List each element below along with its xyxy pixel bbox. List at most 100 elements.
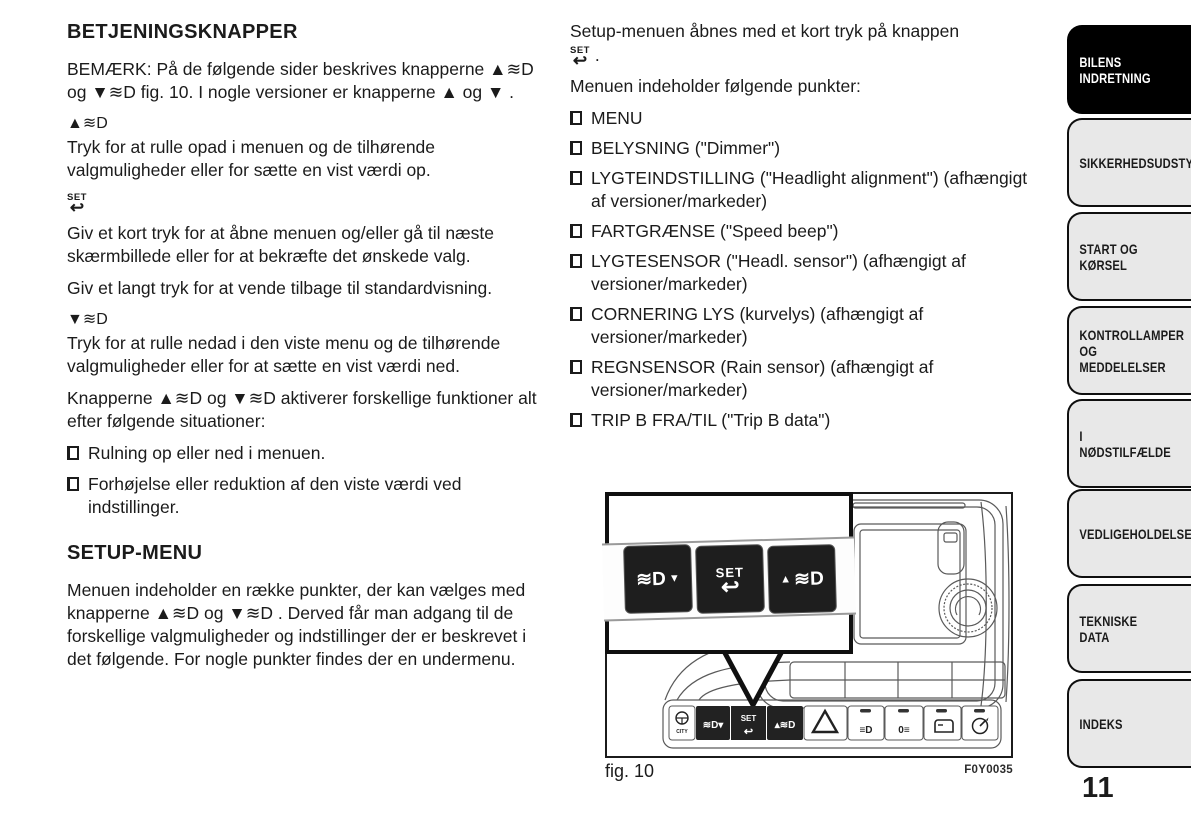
set-button-icon-inline: SET ↩ . — [570, 44, 1030, 70]
sidebar-tab-label: START OG KØRSEL — [1079, 240, 1138, 273]
volume-knob — [938, 578, 998, 638]
square-bullet-icon — [570, 413, 582, 427]
car-door-icon — [934, 719, 954, 733]
menu-list-item: LYGTEINDSTILLING ("Headlight alignment")… — [570, 167, 1030, 213]
paragraph: Tryk for at rulle opad i menuen og de ti… — [67, 137, 436, 180]
button-bar — [662, 699, 1002, 749]
hazard-lights-button — [803, 705, 848, 741]
headlight-up-icon: ▴≋D — [774, 720, 796, 731]
section-thumb-index: BILENS INDRETNING SIKKERHEDSUDSTYR START… — [1067, 0, 1191, 823]
sport-mode-button — [961, 705, 999, 741]
headlight-up-button-icon: ▲≋D — [67, 115, 108, 132]
menu-item-text: FARTGRÆNSE ("Speed beep") — [591, 221, 839, 241]
console-headlight-down-button: ≋D▾ — [696, 706, 730, 740]
paragraph: Setup-menuen åbnes med et kort tryk på k… — [570, 21, 960, 41]
paragraph: BEMÆRK: På de følgende sider beskrives k… — [67, 59, 534, 102]
square-bullet-icon — [570, 141, 582, 155]
sidebar-tab-label: INDEKS — [1079, 715, 1123, 732]
button-callout-box: ≋D ▼ SET ↩ ▲ ≋D — [601, 492, 857, 654]
console-headlight-up-button: ▴≋D — [767, 706, 803, 740]
rear-fog-light-button: 0≡ — [884, 705, 924, 741]
svg-text:SET: SET — [741, 714, 757, 723]
door-lock-button — [923, 705, 962, 741]
paragraph: Menuen indeholder en række punkter, der … — [67, 580, 527, 669]
list-item: Rulning op eller ned i menuen. — [67, 442, 550, 465]
set-icon-return-arrow: ↩ — [572, 50, 588, 70]
menu-item-text: MENU — [591, 108, 643, 128]
square-bullet-icon — [570, 360, 582, 374]
sidebar-tab-label: SIKKERHEDSUDSTYR — [1079, 154, 1191, 171]
set-icon-word: SET — [67, 192, 87, 204]
sidebar-tab-bilens-indretning[interactable]: BILENS INDRETNING — [1067, 25, 1191, 114]
triangle-down-icon: ▼ — [668, 572, 680, 585]
headlight-down-button-icon: ▼≋D — [67, 311, 108, 328]
menu-list-item: FARTGRÆNSE ("Speed beep") — [570, 220, 1030, 243]
menu-list-item: MENU — [570, 107, 1030, 130]
sidebar-tab-i-nodstilfaelde[interactable]: I NØDSTILFÆLDE — [1067, 399, 1191, 488]
sidebar-tab-vedligeholdelse[interactable]: VEDLIGEHOLDELSE — [1067, 489, 1191, 578]
indicator-led — [898, 709, 909, 713]
paragraph: Menuen indeholder følgende punkter: — [570, 76, 861, 96]
indicator-led — [860, 709, 871, 713]
menu-item-text: BELYSNING ("Dimmer") — [591, 138, 781, 158]
set-button-icon: SET ↩ — [67, 191, 550, 217]
menu-list-item: REGNSENSOR (Rain sensor) (afhængigt af v… — [570, 356, 1030, 402]
section-heading-betjeningsknapper: BETJENINGSKNAPPER — [67, 21, 298, 43]
list-item-text: Forhøjelse eller reduktion af den viste … — [88, 474, 462, 517]
cd-slot — [852, 502, 966, 509]
menu-item-text: REGNSENSOR (Rain sensor) (afhængigt af v… — [591, 357, 934, 400]
sidebar-tab-start-og-korsel[interactable]: START OG KØRSEL — [1067, 212, 1191, 301]
menu-item-text: LYGTESENSOR ("Headl. sensor") (afhængigt… — [591, 251, 966, 294]
indicator-led — [936, 709, 947, 713]
callout-headlight-down-button: ≋D ▼ — [624, 545, 692, 613]
page-number: 11 — [1082, 772, 1115, 804]
left-text-column: BETJENINGSKNAPPER BEMÆRK: På de følgende… — [67, 20, 550, 680]
middle-text-column: Setup-menuen åbnes med et kort tryk på k… — [570, 20, 1030, 439]
return-arrow-icon: ↩ — [744, 726, 753, 738]
console-set-button: SET ↩ — [731, 706, 766, 740]
sidebar-tab-tekniske-data[interactable]: TEKNISKE DATA — [1067, 584, 1191, 673]
sidebar-tab-indeks[interactable]: INDEKS — [1067, 679, 1191, 768]
paragraph: Giv et langt tryk for at vende tilbage t… — [67, 278, 493, 298]
menu-list-item: BELYSNING ("Dimmer") — [570, 137, 1030, 160]
section-heading-setup-menu: SETUP-MENU — [67, 542, 203, 564]
square-bullet-icon — [570, 111, 582, 125]
menu-list-item: CORNERING LYS (kurvelys) (afhængigt af v… — [570, 303, 1030, 349]
square-bullet-icon — [67, 446, 79, 460]
return-arrow-icon: ↩ — [720, 573, 740, 599]
paragraph: Tryk for at rulle nedad i den viste menu… — [67, 333, 501, 376]
indicator-led — [974, 709, 985, 713]
front-fog-icon: ≡D — [859, 725, 872, 736]
headlight-up-icon: ≋D — [793, 567, 825, 590]
square-bullet-icon — [570, 224, 582, 238]
headlight-down-icon: ≋D — [635, 568, 667, 591]
menu-item-text: TRIP B FRA/TIL ("Trip B data") — [591, 410, 831, 430]
dashboard-console-drawing: CITY ≋D▾ SET ↩ ▴≋D — [662, 499, 1010, 749]
city-steering-button: CITY — [668, 705, 696, 741]
figure-caption: fig. 10 — [605, 761, 655, 781]
sidebar-tab-label: KONTROLLAMPER OG MEDDELELSER — [1079, 326, 1185, 375]
sidebar-tab-label: VEDLIGEHOLDELSE — [1079, 525, 1191, 542]
list-item: Forhøjelse eller reduktion af den viste … — [67, 473, 550, 519]
callout-headlight-up-button: ▲ ≋D — [768, 545, 836, 613]
paragraph: Giv et kort tryk for at åbne menuen og/e… — [67, 223, 495, 266]
menu-list-item: TRIP B FRA/TIL ("Trip B data") — [570, 409, 1030, 432]
sidebar-tab-sikkerhedsudstyr[interactable]: SIKKERHEDSUDSTYR — [1067, 118, 1191, 207]
front-fog-light-button: ≡D — [847, 705, 885, 741]
rear-fog-icon: 0≡ — [898, 725, 910, 736]
sidebar-tab-label: BILENS INDRETNING — [1079, 53, 1151, 86]
sidebar-tab-label: I NØDSTILFÆLDE — [1079, 427, 1171, 460]
period-text: . — [589, 45, 600, 65]
square-bullet-icon — [570, 171, 582, 185]
set-icon-return-arrow: ↩ — [69, 197, 85, 217]
menu-item-text: CORNERING LYS (kurvelys) (afhængigt af v… — [591, 304, 924, 347]
figure-reference-code: F0Y0035 — [964, 764, 1013, 776]
set-icon-word: SET — [570, 45, 590, 57]
menu-list-item: LYGTESENSOR ("Headl. sensor") (afhængigt… — [570, 250, 1030, 296]
list-item-text: Rulning op eller ned i menuen. — [88, 443, 326, 463]
svg-text:CITY: CITY — [676, 729, 688, 735]
paragraph: Knapperne ▲≋D og ▼≋D aktiverer forskelli… — [67, 388, 537, 431]
sidebar-tab-kontrollamper[interactable]: KONTROLLAMPER OG MEDDELELSER — [1067, 306, 1191, 395]
headlight-down-icon: ≋D▾ — [703, 720, 725, 731]
sidebar-tab-label: TEKNISKE DATA — [1079, 612, 1138, 645]
